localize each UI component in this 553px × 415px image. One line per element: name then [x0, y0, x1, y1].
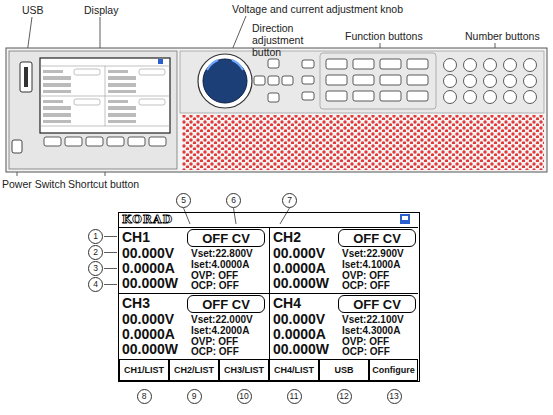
reading-value: 00.000V	[122, 245, 174, 261]
setting-value: OVP: OFF	[342, 270, 389, 281]
channel-name: CH1	[122, 229, 150, 245]
setting-value: OVP: OFF	[191, 270, 238, 281]
soft-key: CH4/LIST	[269, 359, 319, 381]
soft-key: CH3/LIST	[219, 359, 269, 381]
part-label: Voltage and current adjustment knob	[232, 3, 403, 15]
part-label: Power Switch	[2, 178, 66, 190]
mode-text: OFF CV	[202, 297, 250, 312]
setting-value: OCP: OFF	[191, 346, 239, 357]
part-label: Display	[84, 4, 118, 16]
callout-number: 5	[176, 193, 191, 208]
reading-value: 00.000V	[273, 311, 325, 327]
part-label: Function buttons	[345, 30, 423, 42]
setting-value: Vset:22.000V	[191, 314, 253, 325]
channel-name: CH2	[273, 229, 301, 245]
mode-text: OFF CV	[353, 297, 401, 312]
soft-key: CH2/LIST	[169, 359, 219, 381]
mode-box: OFF CV	[338, 229, 416, 247]
setting-value: Iset:4.2000A	[191, 325, 249, 336]
reading-value: 00.000W	[273, 341, 329, 357]
soft-key: CH1/LIST	[119, 359, 169, 381]
channel-name: CH3	[122, 295, 150, 311]
setting-value: Vset:22.900V	[342, 248, 404, 259]
channel-panel: CH300.000V0.0000A00.000W Vset:22.000VIset…	[119, 293, 269, 359]
callout-number: 11	[287, 389, 302, 404]
reading-value: 0.0000A	[122, 326, 175, 342]
channel-name: CH4	[273, 295, 301, 311]
part-label: USB	[22, 4, 44, 16]
reading-value: 0.0000A	[273, 326, 326, 342]
setting-value: OVP: OFF	[191, 336, 238, 347]
callout-number: 12	[337, 389, 352, 404]
part-label: Direction adjustment button	[252, 22, 334, 58]
callout-number: 6	[226, 193, 241, 208]
reading-value: 0.0000A	[122, 260, 175, 276]
soft-key: USB	[319, 359, 369, 381]
setting-value: Iset:4.1000A	[342, 259, 400, 270]
key-label: CH4/LIST	[274, 365, 314, 375]
setting-value: Iset:4.3000A	[342, 325, 400, 336]
part-label: Number buttons	[465, 30, 540, 42]
setting-value: OCP: OFF	[342, 280, 390, 291]
callout-number: 10	[237, 389, 252, 404]
channel-panel: CH100.000V0.0000A00.000W Vset:22.800VIset…	[119, 227, 269, 293]
brand-logo: KORAD	[122, 213, 173, 226]
callout-number: 8	[137, 389, 152, 404]
channel-panel: CH400.000V0.0000A00.000W Vset:22.100VIset…	[269, 293, 418, 359]
lcd-screen: KORADCH100.000V0.0000A00.000WVset:22.800…	[118, 212, 420, 382]
part-label: Shortcut button	[68, 178, 139, 190]
key-label: CH3/LIST	[224, 365, 264, 375]
key-label: USB	[334, 365, 353, 375]
callout-number: 13	[387, 389, 402, 404]
callout-number: 3	[88, 261, 103, 276]
reading-value: 0.0000A	[273, 260, 326, 276]
callout-number: 4	[88, 277, 103, 292]
setting-value: OVP: OFF	[342, 336, 389, 347]
reading-value: 00.000W	[122, 275, 178, 291]
setting-value: Iset:4.0000A	[191, 259, 249, 270]
channel-panel: CH200.000V0.0000A00.000W Vset:22.900VIset…	[269, 227, 418, 293]
key-label: CH1/LIST	[124, 365, 164, 375]
reading-value: 00.000V	[122, 311, 174, 327]
setting-value: OCP: OFF	[191, 280, 239, 291]
mode-text: OFF CV	[353, 231, 401, 246]
soft-key: Configure	[369, 359, 418, 381]
reading-value: 00.000W	[122, 341, 178, 357]
setting-value: OCP: OFF	[342, 346, 390, 357]
callout-number: 7	[282, 193, 297, 208]
key-label: Configure	[372, 365, 415, 375]
setting-value: Vset:22.100V	[342, 314, 404, 325]
callout-number: 1	[88, 229, 103, 244]
mode-box: OFF CV	[187, 229, 265, 247]
key-label: CH2/LIST	[174, 365, 214, 375]
mode-box: OFF CV	[338, 295, 416, 313]
callout-number: 2	[88, 245, 103, 260]
setting-value: Vset:22.800V	[191, 248, 253, 259]
callout-number: 9	[187, 389, 202, 404]
mode-text: OFF CV	[202, 231, 250, 246]
reading-value: 00.000W	[273, 275, 329, 291]
reading-value: 00.000V	[273, 245, 325, 261]
mode-box: OFF CV	[187, 295, 265, 313]
